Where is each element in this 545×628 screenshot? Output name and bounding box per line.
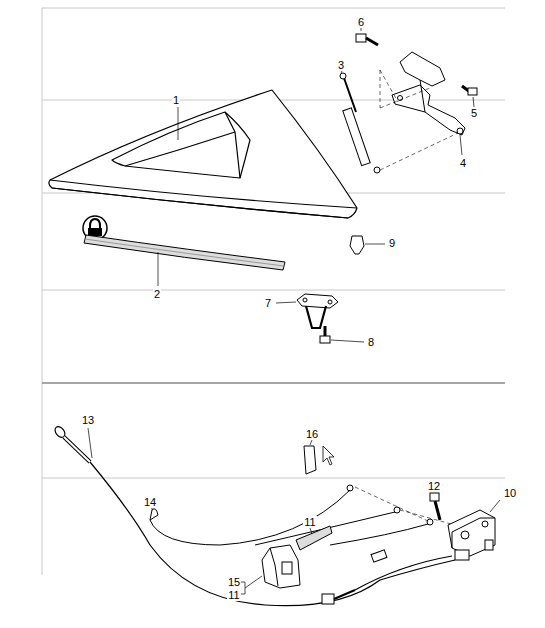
callout-number: 8 — [367, 336, 375, 348]
callout-number: 11 — [303, 516, 316, 528]
callout-number: 13 — [81, 414, 95, 426]
callout-number: 3 — [337, 59, 345, 71]
callout-number: 15 — [227, 576, 241, 588]
callout-number: 14 — [143, 496, 157, 508]
callout-number: 11 — [227, 589, 240, 601]
callout-number: 10 — [503, 487, 517, 499]
callout-number: 1 — [172, 94, 180, 106]
callout-number: 16 — [305, 428, 319, 440]
callout-number: 4 — [459, 157, 467, 169]
callout-number: 6 — [357, 16, 365, 28]
callout-number: 7 — [264, 297, 272, 309]
callout-number: 5 — [470, 107, 478, 119]
callout-number: 9 — [388, 237, 396, 249]
callout-number: 2 — [153, 288, 161, 300]
callout-number: 12 — [427, 480, 441, 492]
